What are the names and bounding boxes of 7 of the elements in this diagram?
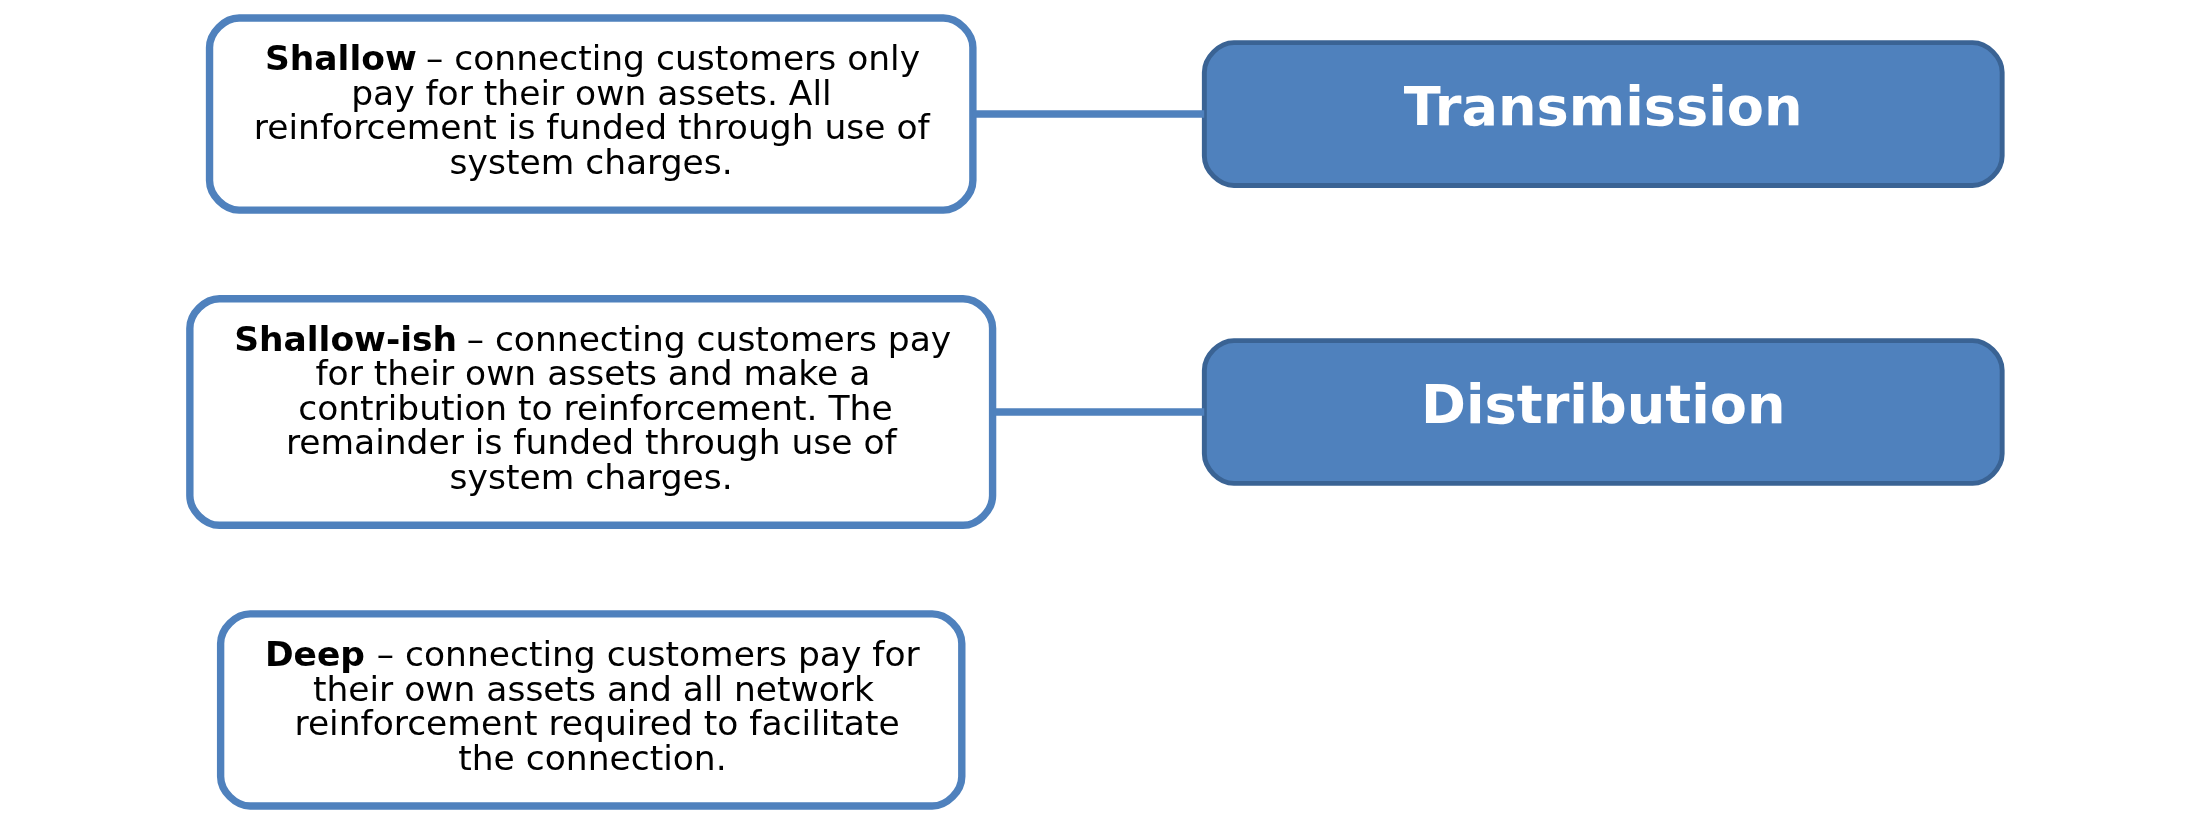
node-box: Transmission [1201,40,2005,188]
node-box: Shallow-ish – connecting customers pay for their own assets and make a contribution to reinforcement. The remainder is funded through use of system charges. [186,295,997,529]
connector [993,408,1205,416]
node-box: Distribution [1201,338,2005,486]
node-box: Deep – connecting customers pay for their own assets and all network reinforcement required to facilitate the connection. [216,610,966,810]
connector [973,110,1205,118]
node-box: Shallow – connecting customers only pay for their own assets. All reinforcement is funded through use of system charges. [205,14,977,214]
